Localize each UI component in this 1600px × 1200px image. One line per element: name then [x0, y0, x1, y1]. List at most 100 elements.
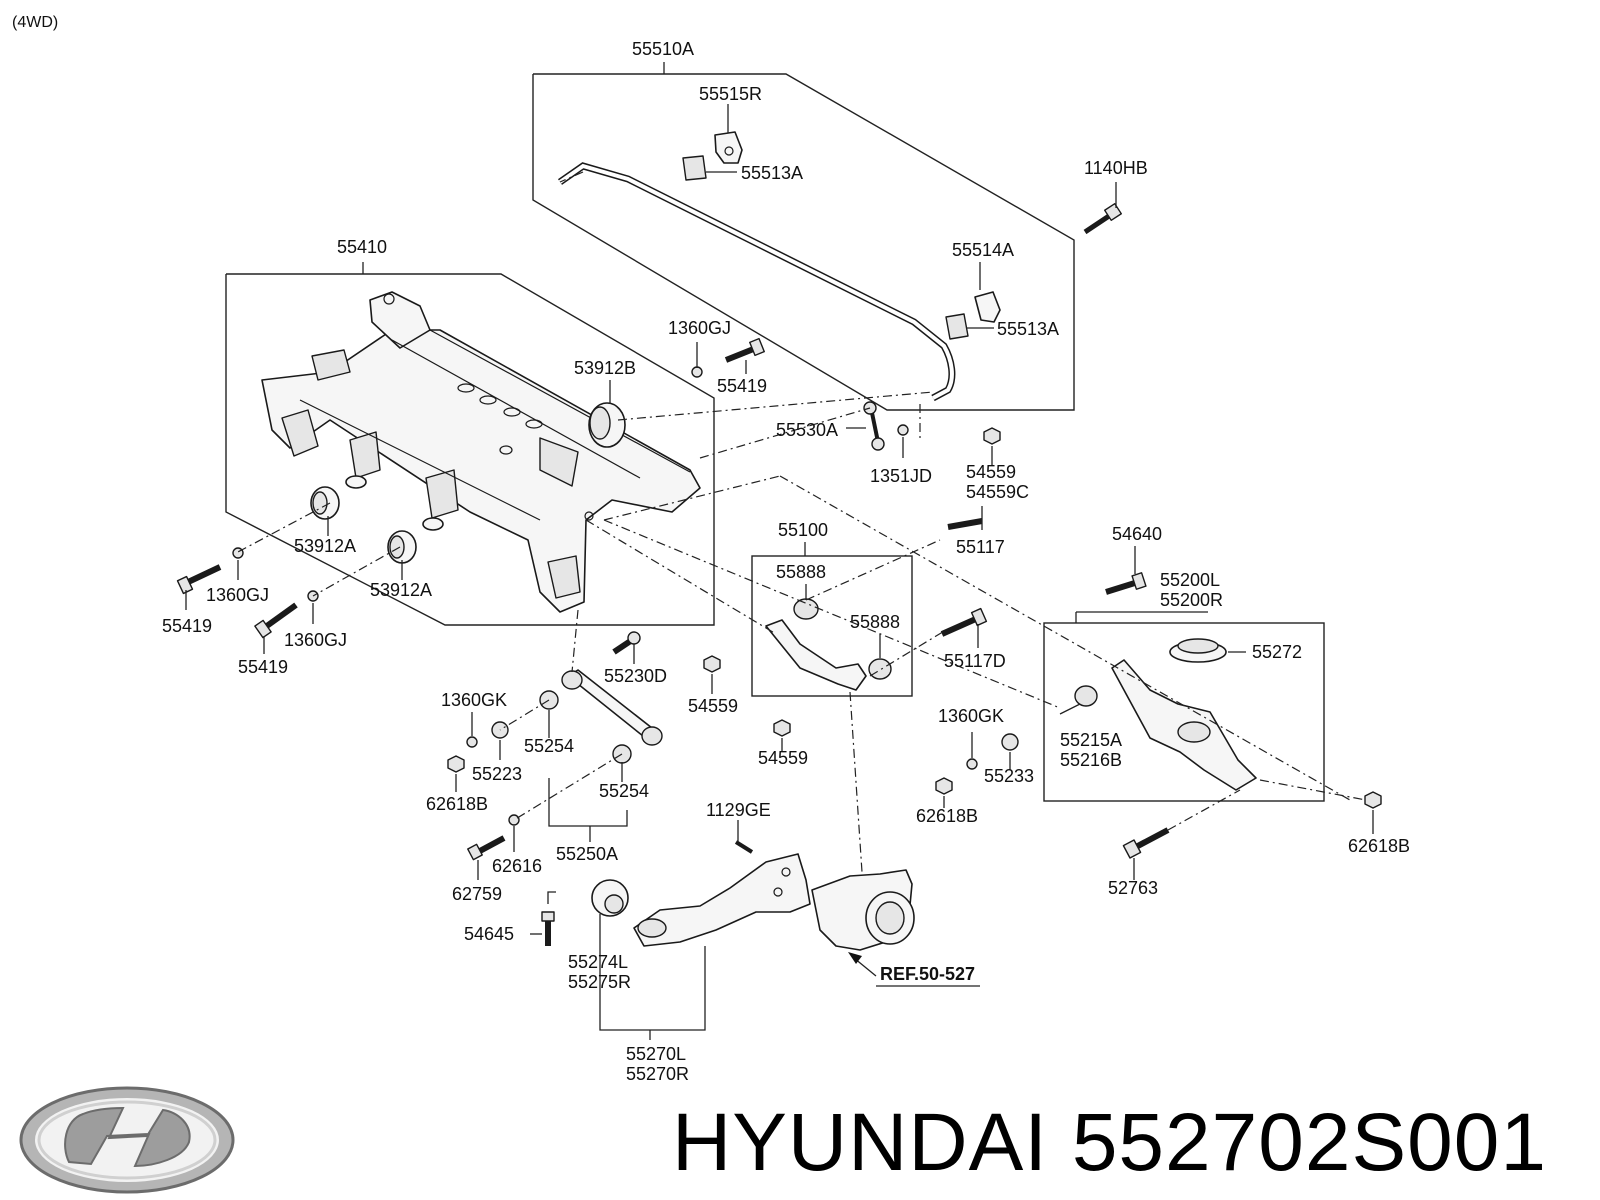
label-55215a: 55215A — [1060, 730, 1122, 750]
crossmember-group — [176, 262, 765, 654]
washer-1360gk-right-icon — [966, 758, 978, 770]
bushing-55274l-icon — [591, 879, 629, 917]
bushing-53912a-lower-icon — [387, 530, 417, 564]
label-54559c: 54559C — [966, 482, 1029, 502]
trailing-arm-group — [530, 820, 980, 1040]
bushing-53912b-icon — [588, 402, 626, 448]
bolt-54640-icon — [1105, 572, 1147, 595]
bolt-52763-icon — [1122, 827, 1170, 859]
upper-arm-55100 — [765, 619, 867, 691]
label-1360gk-left: 1360GK — [441, 690, 507, 710]
label-55254-lower: 55254 — [599, 781, 649, 801]
trailing-arm-55270 — [633, 853, 811, 947]
label-55275r: 55275R — [568, 972, 631, 992]
label-53912a-upper: 53912A — [294, 536, 356, 556]
washer-1360gj-top-icon — [691, 366, 703, 378]
label-54559-top: 54559 — [966, 462, 1016, 482]
label-55888-lower: 55888 — [850, 612, 900, 632]
bolt-1129ge-icon — [734, 840, 754, 854]
stabilizer-link-55530a — [846, 401, 1001, 466]
label-55230d: 55230D — [604, 666, 667, 686]
bolt-55419-top-icon — [724, 337, 765, 363]
label-55274l: 55274L — [568, 952, 628, 972]
label-55200l: 55200L — [1160, 570, 1220, 590]
upper-arm-group — [703, 506, 988, 752]
label-55117: 55117 — [956, 537, 1005, 557]
label-55419-lower: 55419 — [238, 657, 288, 677]
label-55233: 55233 — [984, 766, 1034, 786]
stabilizer-bracket-right — [974, 291, 1001, 323]
bolt-62759-icon — [467, 835, 506, 861]
washer-62616-icon — [508, 814, 520, 826]
stabilizer-bushing-left — [682, 155, 707, 181]
label-1140hb: 1140HB — [1084, 158, 1148, 178]
label-55200r: 55200R — [1160, 590, 1223, 610]
bolt-55230d-icon — [612, 631, 641, 655]
label-55100: 55100 — [778, 520, 828, 540]
washer-55233-icon — [1001, 733, 1019, 751]
label-62618b-mid: 62618B — [916, 806, 978, 826]
bolt-55117d-icon — [940, 607, 988, 637]
label-55270r: 55270R — [626, 1064, 689, 1084]
label-55515r: 55515R — [699, 84, 762, 104]
label-55513a-right: 55513A — [997, 319, 1059, 339]
ref-label[interactable]: REF.50-527 — [880, 964, 975, 984]
label-1360gj-top: 1360GJ — [668, 318, 731, 338]
crossmember-55410 — [261, 291, 701, 613]
spring-seat-55272-icon — [1169, 638, 1227, 663]
label-52763: 52763 — [1108, 878, 1158, 898]
label-55513a-top: 55513A — [741, 163, 803, 183]
label-53912b: 53912B — [574, 358, 636, 378]
bushing-55888-lower-icon — [868, 658, 892, 680]
label-1360gj-left: 1360GJ — [206, 585, 269, 605]
label-1351jd: 1351JD — [870, 466, 932, 486]
washer-1360gk-left-icon — [466, 736, 478, 748]
hyundai-logo — [19, 1086, 235, 1194]
label-55530a: 55530A — [776, 420, 838, 440]
lower-arm-group — [1043, 546, 1325, 802]
bushing-55888-upper-icon — [793, 598, 819, 620]
label-55888-upper: 55888 — [776, 562, 826, 582]
upper-arm-group-frame — [751, 555, 913, 697]
crossmember-group-frame — [225, 273, 715, 626]
bolt-55419-left-icon — [176, 564, 222, 595]
label-62616: 62616 — [492, 856, 542, 876]
label-1360gk-right: 1360GK — [938, 706, 1004, 726]
knuckle-ref-icon — [811, 869, 915, 951]
label-54645: 54645 — [464, 924, 514, 944]
label-55419-top: 55419 — [717, 376, 767, 396]
brand-part-number: HYUNDAI 552702S001 — [672, 1097, 1547, 1188]
bolt-54645-icon — [541, 911, 555, 946]
nut-54559-lower-icon — [773, 719, 791, 737]
label-55216b: 55216B — [1060, 750, 1122, 770]
label-62618b-right: 62618B — [1348, 836, 1410, 856]
stabilizer-bushing-right — [945, 313, 969, 340]
label-55514a: 55514A — [952, 240, 1014, 260]
label-55270l: 55270L — [626, 1044, 686, 1064]
label-54559-lower: 54559 — [758, 748, 808, 768]
lower-arm-group-frame — [1043, 622, 1325, 802]
label-62759: 62759 — [452, 884, 502, 904]
variant-label: (4WD) — [12, 14, 59, 31]
nut-62618b-left-icon — [447, 755, 465, 773]
label-55419-left: 55419 — [162, 616, 212, 636]
label-55410: 55410 — [337, 237, 387, 257]
bolt-55117-icon — [947, 518, 983, 530]
stabilizer-group-frame — [532, 73, 1075, 411]
nut-62618b-mid-icon — [935, 777, 953, 795]
label-53912a-lower: 53912A — [370, 580, 432, 600]
label-1129ge: 1129GE — [706, 800, 771, 820]
label-1360gj-lower: 1360GJ — [284, 630, 347, 650]
label-55254-upper: 55254 — [524, 736, 574, 756]
stabilizer-group — [532, 62, 1122, 411]
label-55117d: 55117D — [944, 651, 1006, 671]
nut-1351jd-icon — [897, 424, 909, 436]
label-55272: 55272 — [1252, 642, 1302, 662]
nut-54559-upper-icon — [983, 427, 1001, 445]
label-54559-left: 54559 — [688, 696, 738, 716]
label-55223: 55223 — [472, 764, 522, 784]
nut-62618b-right-icon — [1364, 791, 1382, 809]
nut-54559-left-icon — [703, 655, 721, 673]
label-55510a: 55510A — [632, 39, 694, 59]
